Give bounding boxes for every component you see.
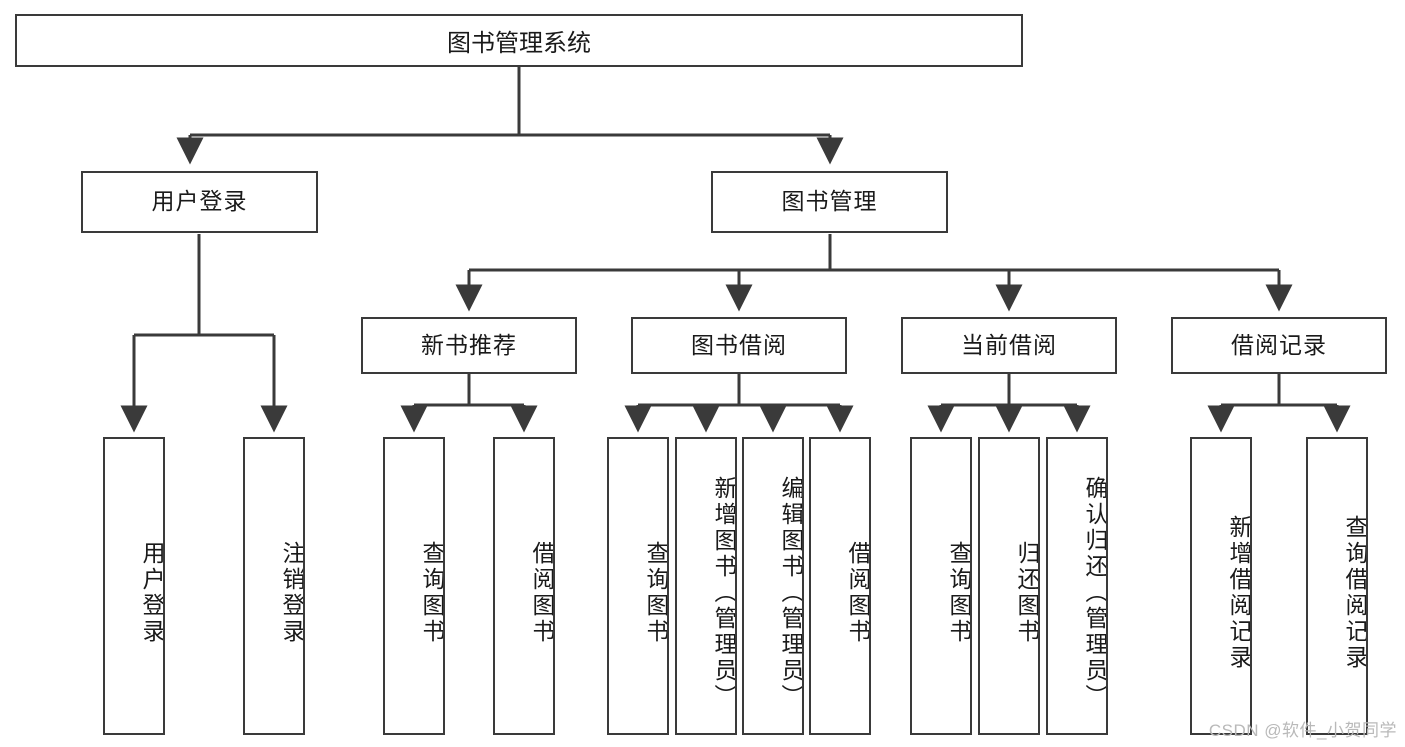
leaf-borrow-borrow-book[interactable]: 借阅图书 xyxy=(809,437,871,735)
leaf-current-return-book[interactable]: 归还图书 xyxy=(978,437,1040,735)
node-borrow-record[interactable]: 借阅记录 xyxy=(1171,317,1387,374)
csdn-watermark: CSDN @软件_小贺同学 xyxy=(1208,721,1397,740)
leaf-record-query-record[interactable]: 查询借阅记录 xyxy=(1306,437,1368,735)
node-new-book-recommendation[interactable]: 新书推荐 xyxy=(361,317,577,374)
leaf-borrow-query-book[interactable]: 查询图书 xyxy=(607,437,669,735)
leaf-user-login-login[interactable]: 用户登录 xyxy=(103,437,165,735)
leaf-borrow-edit-book-admin[interactable]: 编辑图书（管理员） xyxy=(742,437,804,735)
leaf-user-login-logout[interactable]: 注销登录 xyxy=(243,437,305,735)
leaf-current-confirm-return-admin[interactable]: 确认归还（管理员） xyxy=(1046,437,1108,735)
leaf-new-book-query[interactable]: 查询图书 xyxy=(383,437,445,735)
node-book-management[interactable]: 图书管理 xyxy=(711,171,948,233)
leaf-record-add-record[interactable]: 新增借阅记录 xyxy=(1190,437,1252,735)
node-root-system[interactable]: 图书管理系统 xyxy=(15,14,1023,67)
node-user-login[interactable]: 用户登录 xyxy=(81,171,318,233)
node-current-borrow[interactable]: 当前借阅 xyxy=(901,317,1117,374)
leaf-new-book-borrow[interactable]: 借阅图书 xyxy=(493,437,555,735)
leaf-current-query-book[interactable]: 查询图书 xyxy=(910,437,972,735)
leaf-borrow-add-book-admin[interactable]: 新增图书（管理员） xyxy=(675,437,737,735)
node-book-borrow[interactable]: 图书借阅 xyxy=(631,317,847,374)
